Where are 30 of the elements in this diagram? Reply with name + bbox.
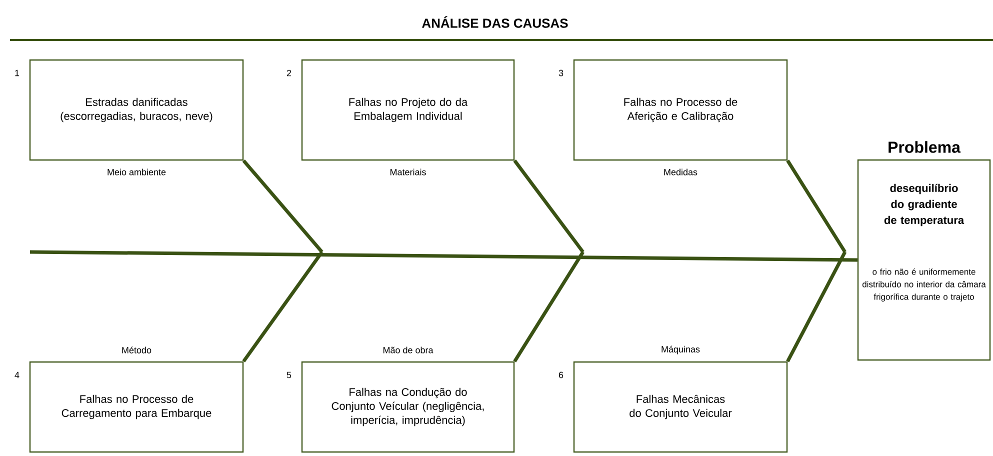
category-label: Máquinas <box>662 346 700 354</box>
fishbone-rib <box>242 250 324 362</box>
fishbone-rib <box>513 160 584 254</box>
cause-box: Falhas no Processo de Carregamento para Embarque <box>29 361 244 453</box>
callout-number: 6 <box>558 372 564 378</box>
fishbone-spine <box>30 250 858 262</box>
problem-heading: Problema <box>888 141 961 153</box>
category-label: Materiais <box>390 168 426 176</box>
category-label: Medidas <box>664 168 698 176</box>
problem-statement: desequilíbrio do gradiente de temperatura <box>884 184 964 226</box>
callout-number: 1 <box>15 70 20 76</box>
callout-number: 5 <box>286 372 292 378</box>
problem-box <box>857 159 991 361</box>
callout-number: 3 <box>558 70 564 76</box>
problem-description: o frio não é uniformemente distribuído no interior da câmara frigorífica durante o trajeto <box>862 268 986 302</box>
fishbone-rib <box>786 160 846 253</box>
cause-box: Falhas na Condução do Conjunto Veícular (negligência, imperícia, imprudência) <box>301 361 515 453</box>
fishbone-rib <box>513 251 584 362</box>
category-label: Meio ambiente <box>108 168 166 176</box>
category-label: Mão de obra <box>383 346 434 354</box>
fishbone-rib <box>242 159 324 254</box>
cause-box: Falhas no Processo de Aferição e Calibração <box>573 59 788 161</box>
callout-number: 2 <box>286 70 292 76</box>
cause-box: Falhas no Projeto do da Embalagem Individual <box>301 59 515 161</box>
callout-number: 4 <box>14 372 20 378</box>
title: ANÁLISE DAS CAUSAS <box>422 16 568 28</box>
category-label: Método <box>122 346 152 354</box>
cause-box: Falhas Mecânicas do Conjunto Veicular <box>573 361 788 453</box>
fishbone-rib <box>786 251 847 362</box>
cause-box: Estradas danificadas (escorregadias, buracos, neve) <box>29 59 244 161</box>
